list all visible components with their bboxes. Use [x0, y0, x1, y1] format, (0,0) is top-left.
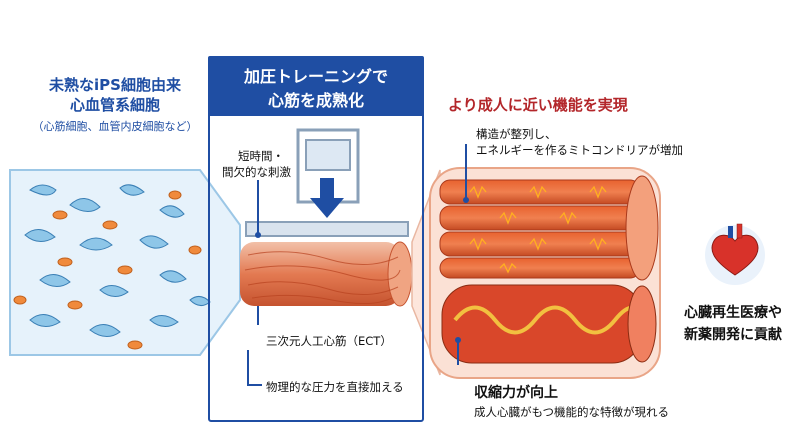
contraction-title: 収縮力が向上	[474, 385, 558, 401]
method-title-line2: 心筋を成熟化	[267, 91, 364, 110]
down-arrow-icon	[310, 178, 344, 218]
outcome-line1: 心臓再生医療や	[684, 305, 782, 321]
result-title: より成人に近い機能を実現	[448, 96, 628, 114]
stimulus-label-line1: 短時間・	[238, 149, 284, 163]
cells-title-line1: 未熟なiPS細胞由来	[49, 76, 181, 94]
fiber-bundle	[439, 179, 641, 279]
structure-label-line2: エネルギーを作るミトコンドリアが増加	[476, 143, 683, 157]
method-title-line1: 加圧トレーニングで	[243, 67, 388, 86]
contraction-subtitle: 成人心臓がもつ機能的な特徴が現れる	[474, 405, 670, 419]
structure-label-line1: 構造が整列し、	[476, 127, 557, 141]
ect-label: 三次元人工心筋（ECT）	[266, 334, 392, 348]
mature-muscle	[429, 167, 661, 379]
contractile-tube	[441, 284, 657, 364]
stimulus-label-line2: 間欠的な刺激	[222, 165, 291, 179]
cells-blue	[24, 184, 211, 337]
heart-icon	[705, 223, 765, 285]
cells-orange	[13, 190, 202, 350]
pointer-lines	[247, 144, 467, 386]
outcome-line2: 新薬開発に貢献	[684, 327, 782, 343]
cells-subtitle: （心筋細胞、血管内皮細胞など）	[32, 120, 198, 133]
ect-tissue	[240, 241, 413, 307]
cells-title-line2: 心血管系細胞	[69, 96, 160, 114]
pressure-label: 物理的な圧力を直接加える	[266, 380, 404, 394]
method-panel-header	[208, 56, 424, 116]
cell-culture-area	[9, 169, 241, 356]
